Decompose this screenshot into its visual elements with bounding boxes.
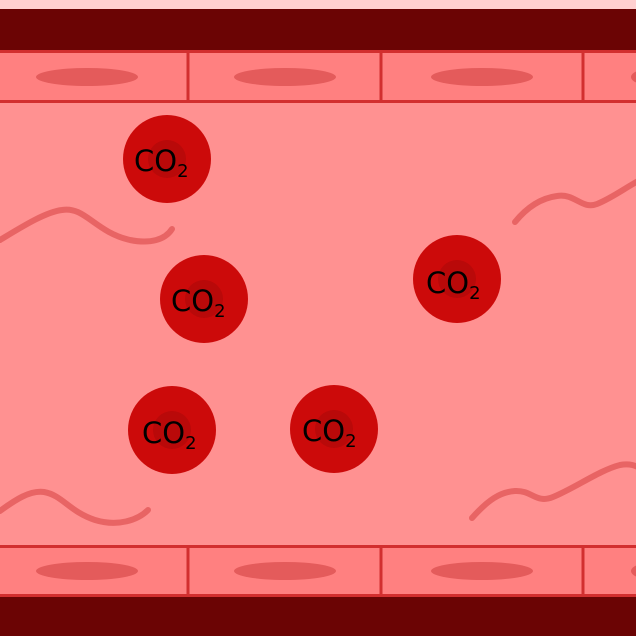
red-blood-cell: CO2 [123, 115, 211, 203]
bottom-vessel-wall [0, 545, 636, 636]
endothelial-nucleus [631, 565, 636, 577]
rbc-center [315, 410, 353, 448]
red-blood-cell: CO2 [413, 235, 501, 323]
co2-main: CO [426, 266, 469, 300]
strand [0, 488, 151, 526]
strand [512, 178, 636, 225]
co2-label: CO2 [426, 266, 481, 304]
endothelial-nucleus [431, 562, 533, 580]
co2-label: CO2 [134, 144, 189, 182]
strand [469, 461, 636, 521]
co2-subscript: 2 [185, 433, 196, 454]
top-wall-highlight [0, 0, 636, 9]
co2-subscript: 2 [214, 301, 225, 322]
co2-subscript: 2 [177, 161, 188, 182]
endothelial-nucleus [36, 562, 138, 580]
red-blood-cell: CO2 [160, 255, 248, 343]
rbc-center [148, 140, 186, 178]
co2-subscript: 2 [345, 431, 356, 452]
top-wall-outer [0, 9, 636, 50]
co2-label: CO2 [302, 414, 357, 452]
co2-main: CO [134, 144, 177, 178]
plasma-strands [0, 178, 636, 526]
strand [0, 206, 175, 245]
endothelial-nucleus [431, 68, 533, 86]
endothelial-nucleus [234, 562, 336, 580]
rbc-center [153, 411, 191, 449]
endothelial-nucleus [234, 68, 336, 86]
co2-label: CO2 [171, 284, 226, 322]
co2-label: CO2 [142, 416, 197, 454]
co2-main: CO [142, 416, 185, 450]
co2-main: CO [171, 284, 214, 318]
red-blood-cell: CO2 [290, 385, 378, 473]
co2-main: CO [302, 414, 345, 448]
endothelial-nucleus [631, 71, 636, 83]
endothelial-nucleus [36, 68, 138, 86]
top-vessel-wall [0, 0, 636, 103]
rbc-center [185, 280, 223, 318]
bottom-wall-outer [0, 597, 636, 636]
rbc-center [438, 260, 476, 298]
red-blood-cells: CO2 CO2 CO2 CO2 CO2 [123, 115, 501, 474]
red-blood-cell: CO2 [128, 386, 216, 474]
co2-subscript: 2 [469, 283, 480, 304]
